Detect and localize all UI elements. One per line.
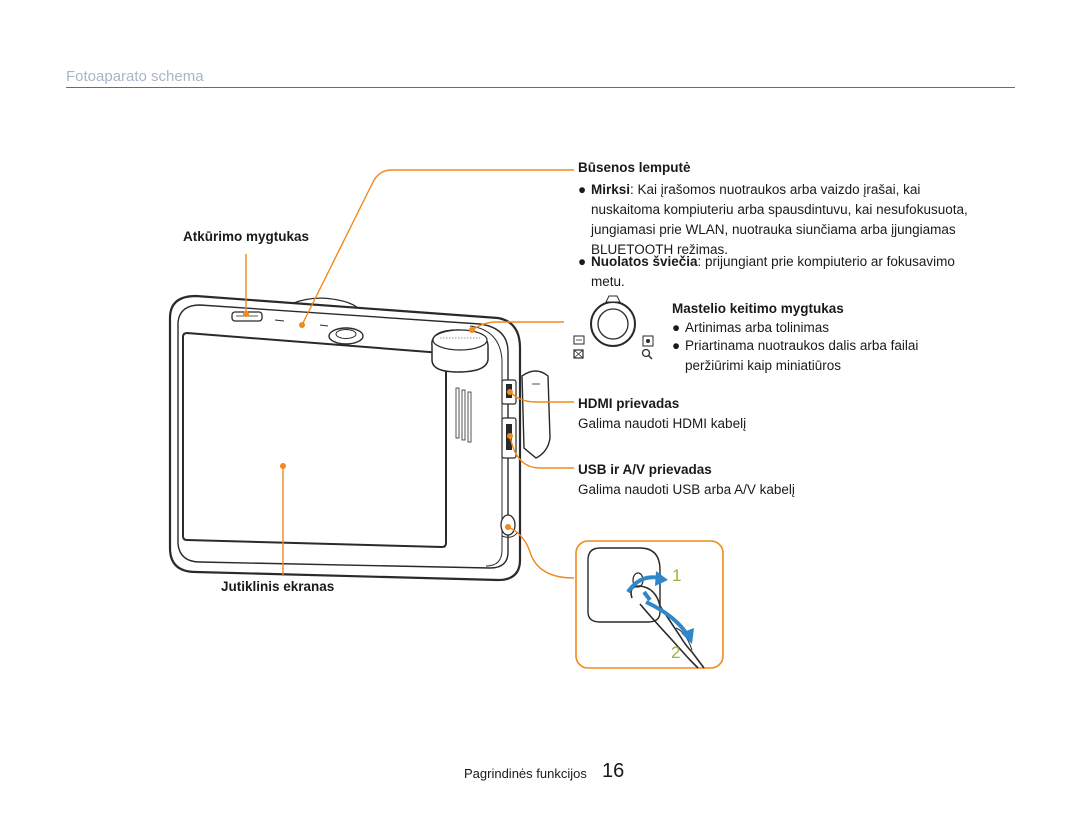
zoom-button-title: Mastelio keitimo mygtukas	[672, 301, 844, 316]
zoom-bullet-2: ● Priartinama nuotraukos dalis arba fail…	[672, 336, 972, 376]
blink-line-1: : Kai įrašomos nuotraukos arba vaizdo įr…	[630, 182, 921, 197]
bullet-dot: ●	[578, 182, 587, 197]
strap-step-2: 2	[671, 643, 681, 662]
camera-illustration	[168, 294, 551, 582]
header-rule	[66, 87, 1015, 88]
blink-line-2: nuskaitoma kompiuteriu arba spausdintuvu…	[591, 202, 968, 217]
steady-line-2: metu.	[591, 274, 625, 289]
section-title: Fotoaparato schema	[66, 68, 204, 85]
zoom-bullet-2-line-1: Priartinama nuotraukos dalis arba failai	[685, 338, 919, 353]
usb-av-port-title: USB ir A/V prievadas	[578, 462, 712, 477]
blink-label: Mirksi	[591, 182, 631, 197]
blink-line-3: jungiamasi prie WLAN, nuotrauka siunčiam…	[591, 222, 956, 237]
status-lamp-bullet-steady: ● Nuolatos šviečia: prijungiant prie kom…	[578, 252, 998, 292]
bullet-dot: ●	[672, 338, 681, 353]
touch-screen-title: Jutiklinis ekranas	[221, 579, 335, 594]
bullet-dot: ●	[578, 254, 587, 269]
playback-button-title: Atkūrimo mygtukas	[183, 229, 310, 244]
steady-label: Nuolatos šviečia	[591, 254, 698, 269]
page-number: 16	[602, 760, 625, 782]
zoom-bullet-1-text: Artinimas arba tolinimas	[685, 320, 830, 335]
blink-line-4: BLUETOOTH režimas.	[591, 242, 729, 257]
status-lamp-title: Būsenos lemputė	[578, 160, 691, 175]
hdmi-port-title: HDMI prievadas	[578, 396, 680, 411]
strap-step-1: 1	[672, 566, 682, 585]
zoom-bullet-1: ● Artinimas arba tolinimas	[672, 318, 972, 338]
footer-chapter: Pagrindinės funkcijos	[464, 766, 587, 781]
zoom-lever-icon	[573, 295, 654, 360]
usb-av-port-desc: Galima naudoti USB arba A/V kabelį	[578, 482, 795, 497]
bullet-dot: ●	[672, 320, 681, 335]
hdmi-port-desc: Galima naudoti HDMI kabelį	[578, 416, 747, 431]
zoom-bullet-2-line-2: peržiūrimi kaip miniatiūros	[685, 358, 842, 373]
steady-line-1: : prijungiant prie kompiuterio ar fokusa…	[697, 254, 955, 269]
strap-inset	[575, 540, 724, 669]
status-lamp-bullet-blink: ● Mirksi: Kai įrašomos nuotraukos arba v…	[578, 180, 998, 260]
